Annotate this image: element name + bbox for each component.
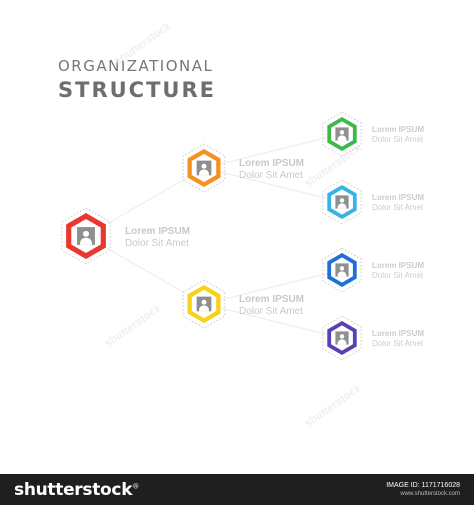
node-label-subtitle: Dolor Sit Amet [125, 238, 189, 249]
person-icon [337, 130, 347, 141]
org-node-leaf-green [322, 111, 362, 157]
person-icon [337, 198, 347, 209]
title-line-1: ORGANIZATIONAL [58, 57, 214, 75]
title-line-2: STRUCTURE [58, 78, 216, 102]
node-label-title: Lorem IPSUM [372, 329, 425, 338]
connector-line [203, 303, 343, 339]
image-id: IMAGE ID: 1171716028 [386, 482, 460, 489]
node-label-title: Lorem IPSUM [372, 193, 425, 202]
node-label-leaf-blue: Lorem IPSUM Dolor Sit Amet [372, 261, 424, 280]
connector-line [203, 269, 343, 305]
org-node-leaf-cyan [322, 179, 362, 225]
stock-footer: shutterstock® IMAGE ID: 1171716028 www.s… [0, 474, 474, 505]
brand-logo: shutterstock® [14, 480, 139, 500]
dotted-hex-ring [182, 143, 226, 193]
org-node-mid-bottom [182, 279, 226, 329]
node-label-mid-bottom: Lorem IPSUM Dolor Sit Amet [239, 294, 304, 318]
brand-name: shutterstock [14, 480, 133, 500]
node-label-subtitle: Dolor Sit Amet [239, 170, 303, 181]
site-url: www.shutterstock.com [400, 490, 460, 497]
dotted-hex-ring [322, 179, 362, 225]
person-icon [79, 230, 93, 245]
node-label-subtitle: Dolor Sit Amet [372, 270, 424, 280]
diagram-canvas: ORGANIZATIONAL STRUCTURE shutterstock sh… [58, 20, 425, 430]
person-icon [198, 299, 210, 312]
node-label-subtitle: Dolor Sit Amet [372, 134, 424, 144]
dotted-hex-ring [322, 247, 362, 293]
dotted-hex-ring [322, 111, 362, 157]
person-icon [198, 163, 210, 176]
dotted-hex-ring [182, 279, 226, 329]
node-label-leaf-green: Lorem IPSUM Dolor Sit Amet [372, 125, 424, 144]
node-label-subtitle: Dolor Sit Amet [239, 306, 303, 317]
dotted-hex-ring [322, 315, 362, 361]
node-label-title: Lorem IPSUM [372, 261, 425, 270]
org-node-leaf-purple [322, 315, 362, 361]
org-node-leaf-blue [322, 247, 362, 293]
connector-line [203, 167, 343, 203]
node-label-subtitle: Dolor Sit Amet [372, 202, 424, 212]
node-label-title: Lorem IPSUM [239, 294, 305, 305]
person-icon [337, 266, 347, 277]
node-label-title: Lorem IPSUM [125, 226, 191, 237]
org-nodes [61, 111, 362, 361]
node-label-subtitle: Dolor Sit Amet [372, 338, 424, 348]
node-label-title: Lorem IPSUM [239, 158, 305, 169]
org-node-root [61, 207, 111, 265]
node-label-title: Lorem IPSUM [372, 125, 425, 134]
org-node-mid-top [182, 143, 226, 193]
node-label-leaf-purple: Lorem IPSUM Dolor Sit Amet [372, 329, 424, 348]
person-icon [337, 334, 347, 345]
node-label-mid-top: Lorem IPSUM Dolor Sit Amet [239, 158, 304, 182]
node-label-leaf-cyan: Lorem IPSUM Dolor Sit Amet [372, 193, 424, 212]
image-info: IMAGE ID: 1171716028 www.shutterstock.co… [386, 482, 460, 498]
registered-mark: ® [132, 482, 139, 491]
connector-line [203, 133, 343, 169]
connector-lines [85, 133, 343, 339]
org-chart [61, 111, 362, 361]
node-label-root: Lorem IPSUM Dolor Sit Amet [125, 226, 190, 250]
